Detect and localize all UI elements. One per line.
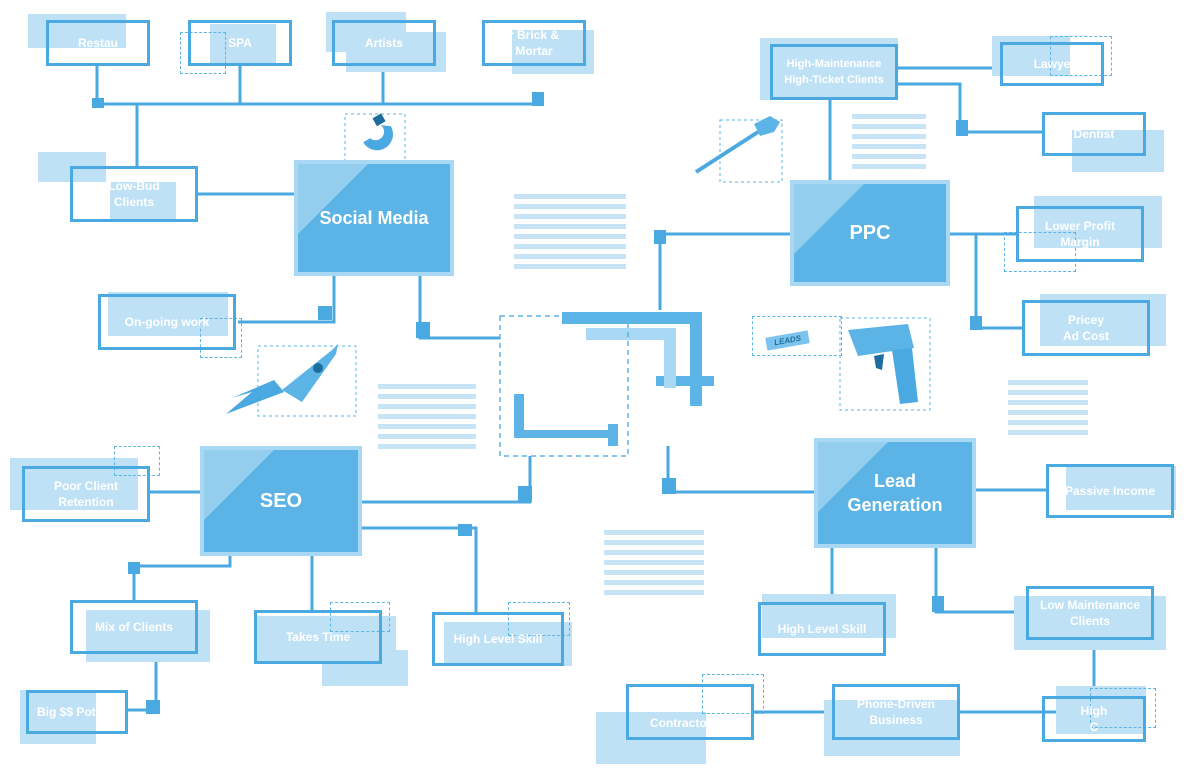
leaf-ongoing-work[interactable]: On-going work <box>98 294 236 350</box>
dash-frame <box>1090 688 1156 728</box>
hub-social-media[interactable]: Social Media <box>294 160 454 276</box>
accent-bg <box>110 182 176 222</box>
dash-frame <box>702 674 764 714</box>
leaf-artists[interactable]: Artists <box>332 20 436 66</box>
accent-bg <box>824 700 960 756</box>
leaf-high-maintenance[interactable]: High-Maintenance High-Ticket Clients <box>770 44 898 100</box>
accent-bg <box>210 24 276 64</box>
text-block-social <box>514 194 626 274</box>
connector <box>658 232 796 310</box>
rocket-icon <box>226 344 357 417</box>
hub-label: SEO <box>259 489 303 512</box>
text-block-ppc <box>852 114 926 174</box>
leaf-high-skill-leads[interactable]: High Level Skill <box>758 602 886 656</box>
accent-bg <box>760 38 898 100</box>
leaf-mix-clients[interactable]: Mix of Clients <box>70 600 198 654</box>
dash-frame <box>330 602 390 632</box>
accent-bg <box>20 690 96 744</box>
connector <box>418 268 500 340</box>
leaf-restaurants[interactable]: Restau <box>46 20 150 66</box>
leaf-big-potential[interactable]: Big $$ Potenti <box>26 690 128 734</box>
dash-frame <box>180 32 226 74</box>
connector <box>132 548 232 600</box>
text-block-leads <box>1008 380 1088 440</box>
lead-gun-icon <box>839 317 931 411</box>
connector <box>95 65 542 106</box>
leaf-spa[interactable]: SPA <box>188 20 292 66</box>
leaf-contractors[interactable]: Contractors & <box>626 684 754 740</box>
accent-bg <box>1066 466 1176 510</box>
hub-ppc[interactable]: PPC <box>790 180 950 286</box>
leaf-passive-income[interactable]: Passive Income <box>1046 464 1174 518</box>
dash-frame <box>1050 36 1112 76</box>
text-block-bottom <box>604 530 704 600</box>
accent-bg <box>28 14 126 48</box>
accent-bg <box>1072 130 1164 172</box>
leaf-pricey-ad[interactable]: Pricey Ad Cost <box>1022 300 1150 356</box>
connector <box>354 456 532 504</box>
leaf-lower-profit[interactable]: Lower Profit Margin <box>1016 206 1144 262</box>
hub-lead-generation[interactable]: Lead Generation <box>814 438 976 548</box>
accent-bg <box>108 292 228 336</box>
connector <box>354 526 478 612</box>
leaf-low-maintenance[interactable]: Low Maintenance Clients <box>1026 586 1154 640</box>
dash-frame <box>114 446 160 476</box>
connector <box>898 82 1042 134</box>
dash-frame <box>508 602 570 636</box>
leaf-brick-mortar[interactable]: r Brick & Mortar <box>482 20 586 66</box>
leaf-lawyers[interactable]: Lawye <box>1000 42 1104 86</box>
hub-label: Lead Generation <box>847 471 943 515</box>
leaf-low-budget[interactable]: Low-Bud Clients <box>70 166 198 222</box>
dash-frame <box>200 318 242 358</box>
accent-bg <box>1014 596 1166 650</box>
leaf-poor-retention[interactable]: Poor Client Retention <box>22 466 150 522</box>
dash-frame <box>1004 232 1076 272</box>
magnet-icon <box>344 113 406 163</box>
accent-bg <box>322 650 408 686</box>
leaf-dentist[interactable]: Dentist <box>1042 112 1146 156</box>
connector <box>944 232 1022 330</box>
connector <box>666 446 822 494</box>
accent-bg <box>762 594 896 638</box>
accent-bg <box>512 30 594 74</box>
pointer-hand-icon <box>694 116 783 183</box>
text-block-seo <box>378 384 476 454</box>
hub-seo[interactable]: SEO <box>200 446 362 556</box>
leaf-takes-time[interactable]: Takes Time <box>254 610 382 664</box>
leaf-high-skill-seo[interactable]: High Level Skill <box>432 612 564 666</box>
leads-tag-frame <box>752 316 842 356</box>
connector <box>238 268 336 324</box>
accent-bg <box>1034 196 1162 248</box>
leaf-phone-driven[interactable]: Phone-Driven Business <box>832 684 960 740</box>
hub-label: PPC <box>849 221 891 244</box>
leaf-high-c[interactable]: High C <box>1042 696 1146 742</box>
accent-bg <box>1056 686 1146 734</box>
hub-label: Social Media <box>319 207 429 228</box>
